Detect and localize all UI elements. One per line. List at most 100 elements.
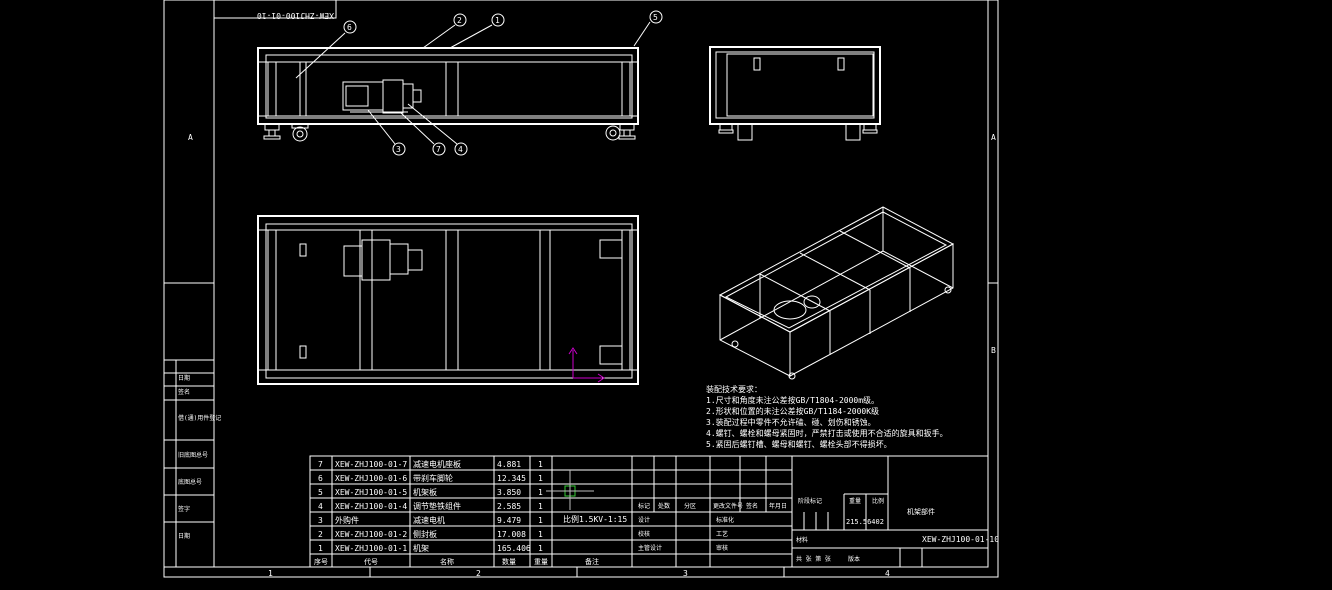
svg-text:1: 1 <box>495 16 500 25</box>
feet-front <box>263 123 636 142</box>
bom-cell-qty: 1 <box>538 530 543 539</box>
tb-header-3: 更改文件号 <box>713 502 743 510</box>
tb-mass-value: 215.56402 <box>846 518 884 526</box>
tb-row-process: 工艺 <box>716 530 728 538</box>
tb-stage-label: 阶段标记 <box>798 497 822 505</box>
side-cell-1: 签名 <box>178 388 190 396</box>
side-cell-2: 借(通)用件登记 <box>178 414 221 422</box>
bom-cell-code: XEW-ZHJ100-01-2 <box>335 530 407 539</box>
svg-text:4: 4 <box>458 145 463 154</box>
bom-cell-no: 7 <box>318 460 323 469</box>
tb-scale-label: 比例 <box>872 497 884 505</box>
note-5: 5.紧固后螺钉槽、螺母和螺钉、螺栓头部不得损坏。 <box>706 439 892 449</box>
isometric-view <box>718 206 955 380</box>
zone-col-2: 2 <box>476 569 481 578</box>
balloon-2: 2 <box>453 13 467 27</box>
zone-col-1: 1 <box>268 569 273 578</box>
side-cell-6: 日期 <box>178 532 190 540</box>
zone-row-a-left: A <box>188 133 193 142</box>
tb-header-1: 处数 <box>658 502 670 510</box>
technical-notes: 装配技术要求： 1.尺寸和角度未注公差按GB/T1804-2000m级。 2.形… <box>706 384 948 449</box>
zone-row-a-right: A <box>991 133 996 142</box>
svg-text:2: 2 <box>457 16 462 25</box>
balloon-3: 3 <box>392 142 406 156</box>
bom-header-remark: 备注 <box>585 557 599 566</box>
side-cell-5: 签字 <box>178 505 190 513</box>
tb-row-approve: 审核 <box>716 544 728 552</box>
mirrored-number-box <box>213 0 337 19</box>
side-cell-4: 底图总号 <box>178 478 202 486</box>
tb-mass-label: 重量 <box>849 497 861 505</box>
bom-cell-qty: 1 <box>538 544 543 553</box>
bom-cell-qty: 1 <box>538 502 543 511</box>
bom-cell-mass: 4.881 <box>497 460 521 469</box>
bom-cell-qty: 1 <box>538 516 543 525</box>
tb-part-name: 机架部件 <box>907 507 935 516</box>
front-view: 6 2 1 5 3 7 4 <box>257 10 663 156</box>
svg-text:3: 3 <box>396 145 401 154</box>
note-3: 3.装配过程中零件不允许磕、碰、划伤和锈蚀。 <box>706 417 876 427</box>
bom-cell-qty: 1 <box>538 460 543 469</box>
zone-col-3: 3 <box>683 569 688 578</box>
bom-cell-mass: 17.008 <box>497 530 526 539</box>
bom-header-name: 名称 <box>440 557 454 566</box>
bom-cell-code: XEW-ZHJ100-01-5 <box>335 488 407 497</box>
bom-cell-no: 3 <box>318 516 323 525</box>
bom-cell-code: XEW-ZHJ100-01-7 <box>335 460 407 469</box>
note-1: 1.尺寸和角度未注公差按GB/T1804-2000m级。 <box>706 395 879 405</box>
mirrored-drawing-number: XEW-ZHJ100-01-10 <box>257 11 334 20</box>
notes-heading: 装配技术要求： <box>706 384 762 394</box>
svg-text:5: 5 <box>653 13 658 22</box>
bom-cell-no: 5 <box>318 488 323 497</box>
bom-cell-mass: 3.850 <box>497 488 521 497</box>
bom-cell-mass: 2.585 <box>497 502 521 511</box>
side-cell-0: 日期 <box>178 374 190 382</box>
side-cell-3: 旧底图总号 <box>178 451 208 459</box>
tb-material-label: 材料 <box>796 536 808 544</box>
balloon-7: 7 <box>432 142 446 156</box>
bom-cell-no: 4 <box>318 502 323 511</box>
bom-cell-code: XEW-ZHJ100-01-1 <box>335 544 407 553</box>
tb-row-chief: 主管设计 <box>638 544 662 552</box>
bom-cell-mass: 165.406 <box>497 544 531 553</box>
bom-cell-no: 1 <box>318 544 323 553</box>
tb-version-label: 版本 <box>848 555 860 563</box>
bom-cell-name: 减速电机座板 <box>413 459 461 469</box>
note-2: 2.形状和位置的未注公差按GB/T1184-2000K级 <box>706 406 879 416</box>
bom-cell-code: XEW-ZHJ100-01-6 <box>335 474 407 483</box>
bom-cell-no: 6 <box>318 474 323 483</box>
tb-row-design: 设计 <box>638 516 650 524</box>
svg-text:6: 6 <box>347 23 352 32</box>
bom-cell-mass: 12.345 <box>497 474 526 483</box>
title-block: 标记 处数 分区 更改文件号 签名 年月日 设计 校核 主管设计 标准化 工艺 … <box>631 455 999 568</box>
bom-cell-name: 调节垫铁组件 <box>413 501 461 511</box>
tb-header-4: 签名 <box>746 502 758 510</box>
bom-cell-name: 机架 <box>413 543 429 553</box>
inner-border <box>213 0 989 568</box>
zone-col-4: 4 <box>885 569 890 578</box>
bom-cell-name: 侧封板 <box>413 529 437 539</box>
bom-header-qty: 数量 <box>502 557 516 566</box>
scale-note: 比例1.5KV-1:15 <box>563 514 627 524</box>
bom-cell-no: 2 <box>318 530 323 539</box>
bom-header-code: 代号 <box>364 557 378 566</box>
bom-cell-mass: 9.479 <box>497 516 521 525</box>
bom-cell-qty: 1 <box>538 488 543 497</box>
bom-cell-name: 机架板 <box>413 487 437 497</box>
balloon-1: 1 <box>491 13 505 27</box>
tb-header-2: 分区 <box>684 502 696 510</box>
bom-cell-code: 外购件 <box>335 515 359 525</box>
balloon-6: 6 <box>343 20 357 34</box>
zone-row-b-right: B <box>991 346 996 355</box>
bom-cell-name: 带刹车脚轮 <box>413 473 453 483</box>
note-4: 4.螺钉、螺栓和螺母紧固时，严禁打击或使用不合适的旋具和扳手。 <box>706 428 948 438</box>
bom-cell-code: XEW-ZHJ100-01-4 <box>335 502 407 511</box>
tb-row-check: 校核 <box>638 530 650 538</box>
tb-row-standard: 标准化 <box>716 516 734 524</box>
side-registration-table: 日期 签名 借(通)用件登记 旧底图总号 底图总号 签字 日期 <box>163 359 221 568</box>
bom-header-no: 序号 <box>314 557 328 566</box>
balloon-4: 4 <box>454 142 468 156</box>
tb-sheet-label: 共 张 第 张 <box>796 555 831 563</box>
side-view <box>709 46 881 141</box>
